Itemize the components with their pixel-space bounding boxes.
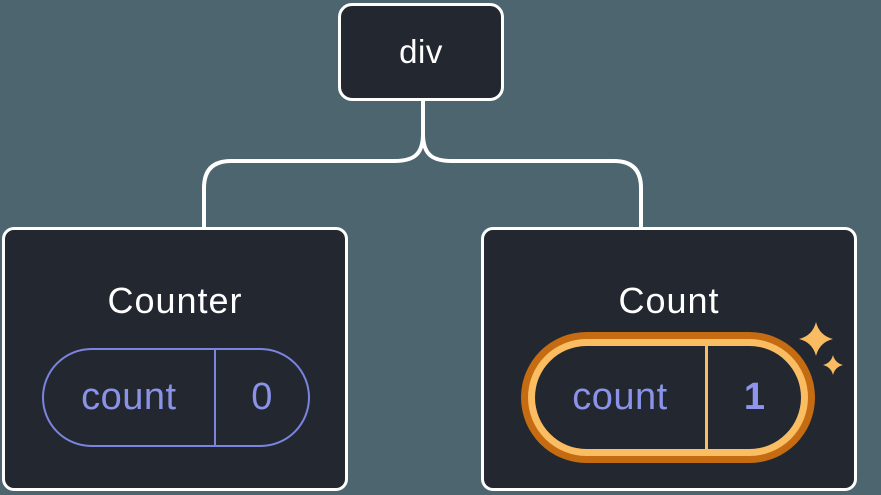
card-title: Count	[618, 280, 720, 321]
sparkles-icon	[799, 322, 843, 375]
state-key-label: count	[535, 346, 708, 449]
connector-left-branch	[202, 132, 425, 231]
state-value: 0	[251, 376, 273, 418]
state-key-label: count	[44, 350, 216, 445]
sparkle-small	[823, 355, 843, 375]
counter-card: Counter count 0	[2, 227, 348, 491]
sparkle-large	[799, 322, 833, 356]
highlight-ring-inner: count 1	[528, 339, 808, 456]
card-title: Counter	[107, 280, 243, 321]
root-node-label: div	[399, 33, 443, 70]
state-pill: count 0	[42, 348, 310, 447]
state-pill: count 1	[535, 346, 801, 449]
highlight-ring-outer: count 1	[521, 332, 815, 463]
connector-right-branch	[421, 132, 643, 231]
state-value: 1	[743, 376, 766, 418]
count-card: Count count 1	[481, 227, 857, 491]
root-node: div	[338, 3, 504, 101]
